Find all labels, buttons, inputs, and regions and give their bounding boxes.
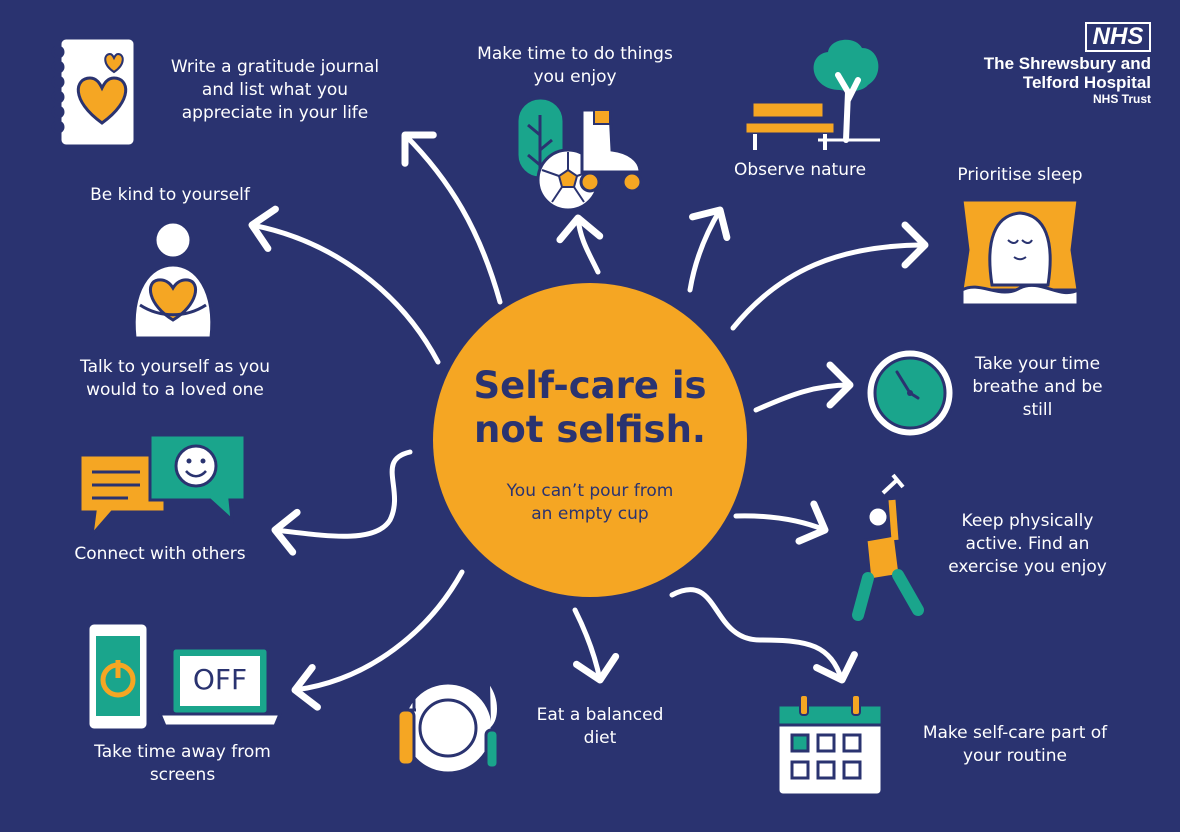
bench-icon [743,100,837,150]
arrow-routine [669,587,858,684]
tip-sleep: Prioritise sleep [957,165,1083,185]
sleeping-person-icon [960,198,1080,307]
arrow-gratitude [401,131,503,305]
laptop-off-label: OFF [192,663,248,696]
tree-icon [813,39,880,143]
arrow-enjoy [556,214,604,275]
nhs-logo: NHS [1085,22,1151,52]
chat-bubbles-icon [78,433,247,540]
arrow-connect [271,449,413,556]
tip-breathe: Take your time breathe and be still [972,354,1103,420]
arrow-kind [248,205,441,365]
arrow-nature [687,206,731,293]
laptop-off-icon [157,646,283,728]
journal-icon [51,36,137,148]
plate-cutlery-icon [396,681,500,775]
tip-active: Keep physically active. Find an exercise… [948,511,1107,577]
tip-gratitude: Write a gratitude journal and list what … [170,57,380,123]
arrow-breathe [753,361,854,413]
center-circle [433,283,747,597]
center-subtitle: You can’t pour from an empty cup [506,481,674,524]
tip-talk: Talk to yourself as you would to a loved… [80,357,270,400]
tip-routine: Make self-care part of your routine [922,723,1108,766]
calendar-icon [776,694,884,797]
phone-power-icon [86,621,150,732]
tip-screens: Take time away from screens [94,742,271,785]
arrow-sleep [730,221,929,331]
hugging-heart-person-icon [132,220,214,340]
tip-enjoy: Make time to do things you enjoy [477,44,673,87]
tip-diet: Eat a balanced diet [536,705,664,748]
tip-connect: Connect with others [74,544,246,564]
tip-nature: Observe nature [733,160,867,180]
arrow-active [733,500,829,545]
tip-kind: Be kind to yourself [90,185,250,205]
exercise-person-icon [852,473,924,621]
roller-skate-icon [579,108,643,193]
clock-icon [864,347,956,439]
arrow-diet [572,607,620,684]
trust-name: The Shrewsbury and Telford Hospital [983,54,1151,92]
trust-suffix: NHS Trust [1092,92,1151,106]
arrow-screens [291,569,465,711]
center-title: Self-care is not selfish. [473,364,707,451]
